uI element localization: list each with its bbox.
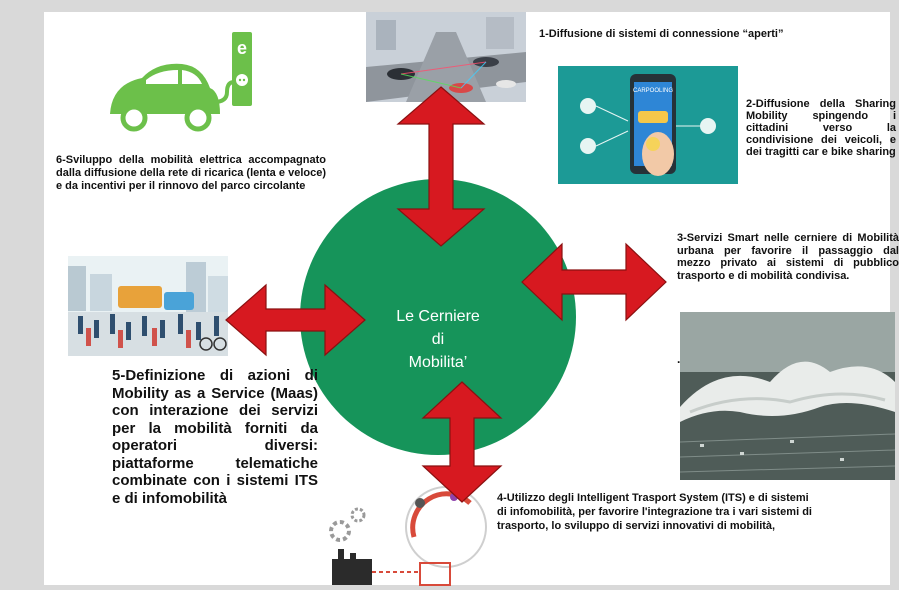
item-3-text: 3-Servizi Smart nelle cerniere di Mobili… xyxy=(677,232,899,282)
carpooling-picture: CARPOOLING xyxy=(558,66,738,184)
item-5-text: 5-Definizione di azioni di Mobility as a… xyxy=(112,367,318,507)
center-title-line-3: Mobilita’ xyxy=(408,354,468,372)
item-2-text: 2-Diffusione della Sharing Mobility spin… xyxy=(746,98,896,159)
electric-car-picture: e xyxy=(102,32,252,144)
connected-street-picture xyxy=(366,12,526,102)
item-4-line-2: di infomobilità, per favorire l'integraz… xyxy=(497,505,812,518)
ev-letter: e xyxy=(237,38,247,58)
transport-hub-picture xyxy=(679,312,896,480)
item-1-text: 1-Diffusione di sistemi di connessione “… xyxy=(539,28,784,40)
its-infomobility-picture xyxy=(320,467,488,586)
item-4-line-1: 4-Utilizzo degli Intelligent Trasport Sy… xyxy=(497,492,809,504)
center-title-line-1: Le Cerniere xyxy=(396,308,480,325)
arrow-right xyxy=(521,242,667,322)
item-4-text: 4-Utilizzo degli Intelligent Trasport Sy… xyxy=(497,492,897,533)
center-title: Le Cerniere di Mobilita’ xyxy=(383,305,493,375)
slide: CARPOOLING e xyxy=(44,12,899,586)
item-6-text: 6-Sviluppo della mobilità elettrica acco… xyxy=(56,154,326,193)
center-title-line-2: di xyxy=(431,331,445,349)
diagram-graphic xyxy=(225,86,667,503)
central-circle xyxy=(300,179,576,455)
bullet-dot: . xyxy=(677,352,681,366)
city-crowd-picture xyxy=(68,256,228,356)
arrow-up xyxy=(396,86,486,247)
arrow-down xyxy=(421,381,503,503)
carpool-phone-title: CARPOOLING xyxy=(633,88,673,94)
arrow-left xyxy=(225,283,366,357)
item-4-line-3: trasporto, lo sviluppo di servizi innova… xyxy=(497,519,776,532)
